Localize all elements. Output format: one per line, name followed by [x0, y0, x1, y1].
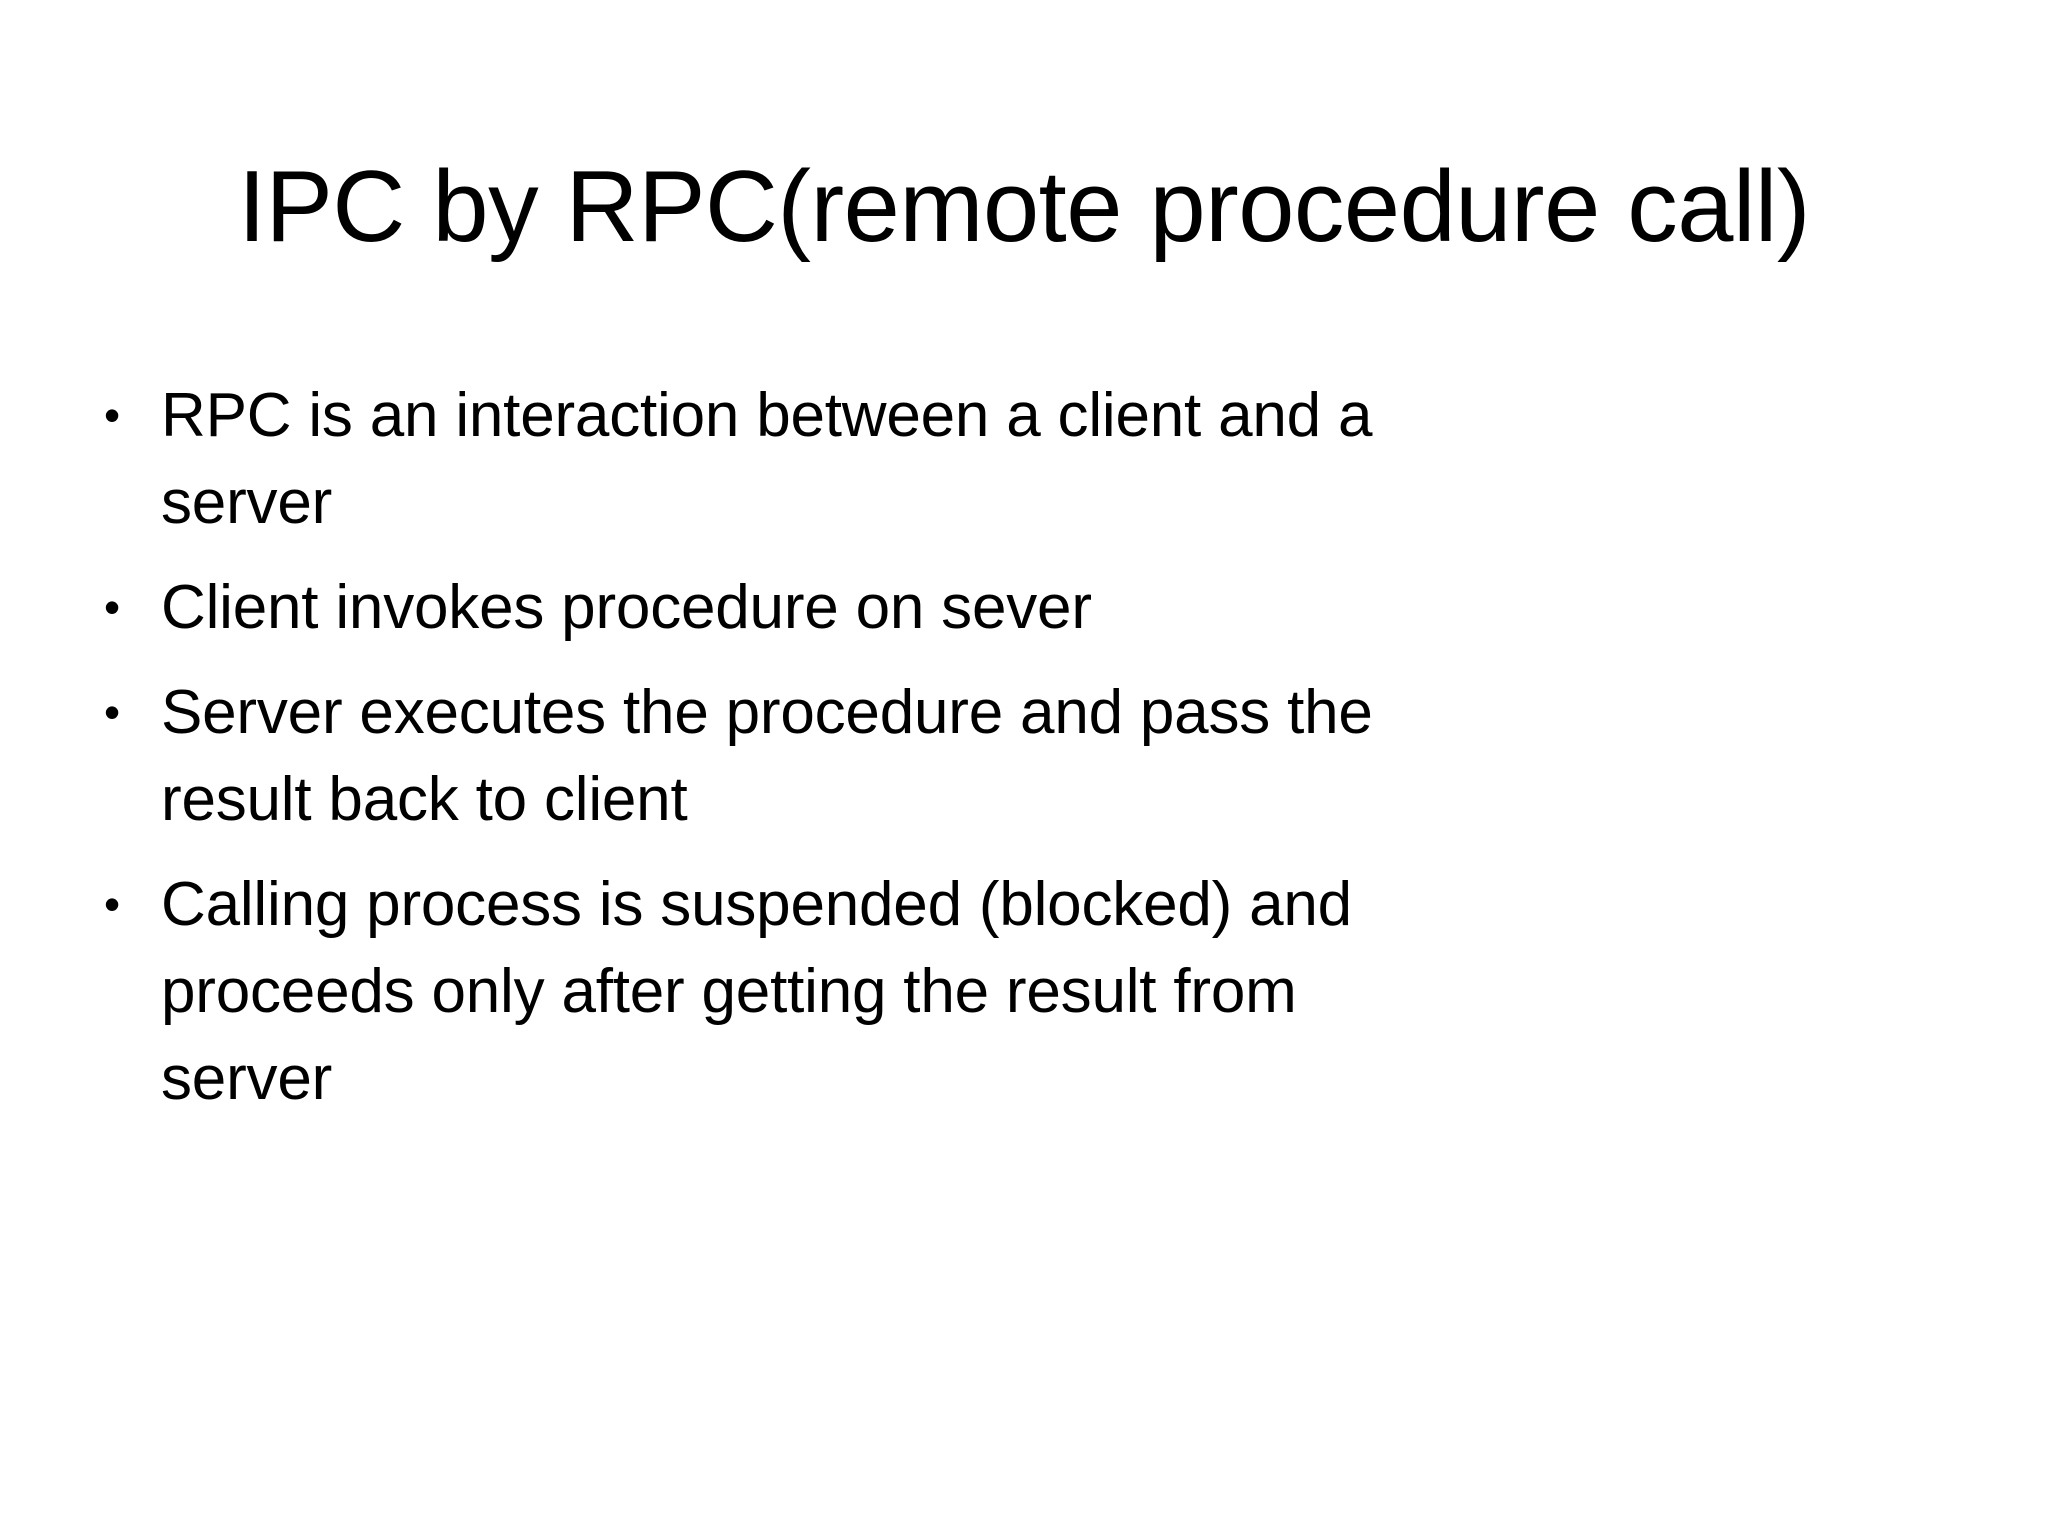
list-item: • Calling process is suspended (blocked)…	[96, 861, 1936, 1122]
slide-body-block: • RPC is an interaction between a client…	[96, 372, 1936, 1122]
bullet-dot-icon: •	[104, 686, 120, 738]
list-item: • Server executes the procedure and pass…	[96, 669, 1936, 843]
list-item-label: RPC is an interaction between a client a…	[161, 381, 1373, 537]
list-item: • RPC is an interaction between a client…	[96, 372, 1936, 546]
list-item-label: Calling process is suspended (blocked) a…	[161, 870, 1352, 1113]
bullet-dot-icon: •	[104, 581, 120, 633]
page-title: IPC by RPC(remote procedure call)	[238, 150, 1810, 263]
list-item-label: Client invokes procedure on sever	[161, 573, 1092, 642]
bullet-dot-icon: •	[104, 389, 120, 441]
slide-title-block: IPC by RPC(remote procedure call)	[0, 86, 2048, 328]
bullet-list: • RPC is an interaction between a client…	[96, 372, 1936, 1122]
bullet-dot-icon: •	[104, 878, 120, 930]
list-item-label: Server executes the procedure and pass t…	[161, 678, 1373, 834]
list-item: • Client invokes procedure on sever	[96, 564, 1936, 651]
